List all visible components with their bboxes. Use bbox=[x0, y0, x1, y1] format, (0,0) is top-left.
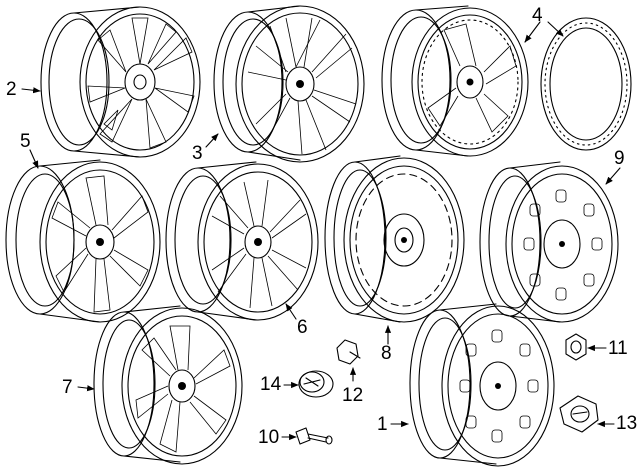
callout-1: 1 bbox=[377, 414, 388, 435]
center-cap-13-drawing bbox=[559, 395, 599, 433]
leader-lines bbox=[21, 21, 621, 441]
callout-14: 14 bbox=[260, 374, 282, 395]
callout-11: 11 bbox=[608, 338, 628, 359]
callout-12: 12 bbox=[342, 385, 364, 406]
wheel-3-drawing bbox=[213, 5, 365, 163]
wheel-4-drawing bbox=[381, 5, 529, 157]
callout-9: 9 bbox=[614, 148, 625, 169]
valve-stem-10-drawing bbox=[295, 427, 333, 445]
center-cap-14-drawing bbox=[298, 370, 334, 398]
wheel-5-drawing bbox=[5, 159, 161, 323]
beadlock-ring-drawing bbox=[540, 17, 632, 151]
wheel-9-drawing bbox=[479, 161, 619, 323]
callout-5: 5 bbox=[20, 131, 31, 152]
callout-7: 7 bbox=[62, 377, 73, 398]
callout-13: 13 bbox=[616, 413, 638, 434]
callout-8: 8 bbox=[381, 343, 392, 364]
wheel-1-drawing bbox=[409, 303, 555, 467]
callout-10: 10 bbox=[258, 427, 280, 448]
callout-6: 6 bbox=[297, 317, 308, 338]
wheel-7-drawing bbox=[93, 305, 243, 465]
callout-2: 2 bbox=[6, 79, 17, 100]
callout-3: 3 bbox=[192, 143, 203, 164]
callout-4: 4 bbox=[532, 5, 543, 26]
wheel-8-drawing bbox=[324, 155, 465, 323]
wheel-2-drawing bbox=[40, 6, 201, 158]
wheel-6-drawing bbox=[165, 161, 319, 321]
lug-nut-11-drawing bbox=[565, 333, 587, 361]
lug-nut-12-drawing bbox=[336, 339, 361, 365]
